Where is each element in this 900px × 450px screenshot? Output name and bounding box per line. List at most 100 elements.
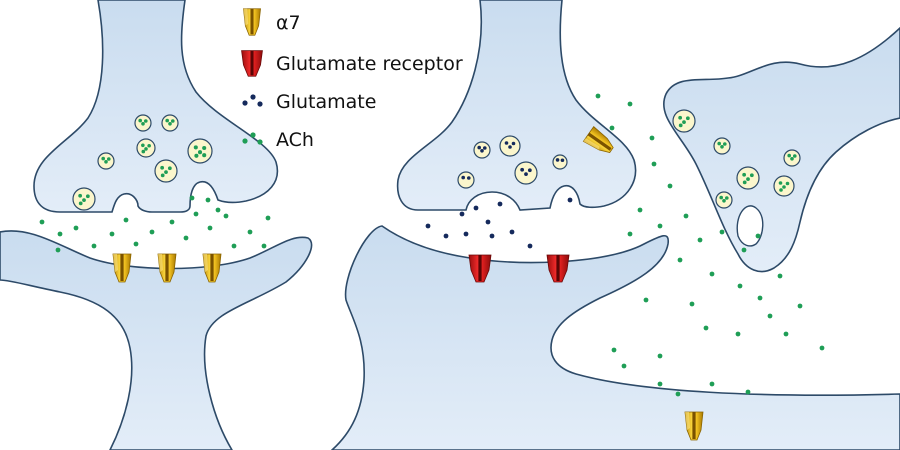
ach-dot	[609, 125, 615, 131]
ach-dot	[247, 229, 253, 235]
ach-dot	[709, 271, 715, 277]
ach-dot	[741, 247, 747, 253]
ach-dot	[657, 381, 663, 387]
ach-dots-icon	[242, 132, 263, 145]
middle-synapse	[330, 0, 900, 450]
ach-dot	[193, 211, 199, 217]
ach-dot	[109, 231, 115, 237]
ach-dot	[819, 345, 825, 351]
left-synapse	[0, 0, 313, 450]
ach-dot	[709, 381, 715, 387]
glutamate-dot	[463, 231, 469, 237]
ach-dot	[611, 347, 617, 353]
ach-vesicle	[134, 114, 152, 132]
ach-vesicle	[154, 159, 178, 183]
ach-dot	[797, 303, 803, 309]
glutamate-dot	[473, 205, 479, 211]
ach-dot	[595, 93, 601, 99]
ach-dot	[627, 231, 633, 237]
glutamate-dot	[509, 229, 515, 235]
ach-dot	[223, 213, 229, 219]
ach-dot	[57, 231, 63, 237]
ach-dot	[757, 295, 763, 301]
legend-glutamate-receptor-label: Glutamate receptor	[276, 53, 463, 75]
ach-dot	[697, 237, 703, 243]
ach-dot	[683, 213, 689, 219]
ach-dot	[689, 301, 695, 307]
ach-vesicle	[783, 149, 801, 167]
ach-dot	[637, 207, 643, 213]
middle-presynaptic-terminal	[396, 0, 637, 211]
glutamate-vesicle	[499, 135, 521, 157]
glutamate-dot	[425, 223, 431, 229]
ach-dot	[649, 135, 655, 141]
ach-dot	[643, 297, 649, 303]
glutamate-dot	[459, 211, 465, 217]
ach-dot	[91, 243, 97, 249]
glutamate-receptor-icon	[241, 50, 263, 77]
ach-dot	[755, 233, 761, 239]
middle-postsynaptic-cell	[330, 225, 900, 450]
ach-dot	[657, 353, 663, 359]
ach-dot	[627, 101, 633, 107]
ach-dot	[123, 217, 129, 223]
ach-dot	[215, 207, 221, 213]
ach-dot	[667, 183, 673, 189]
ach-dot	[677, 257, 683, 263]
ach-dot	[265, 215, 271, 221]
ach-vesicle	[72, 187, 96, 211]
glutamate-dot	[489, 233, 495, 239]
ach-vesicle	[713, 137, 731, 155]
ach-vesicle	[136, 138, 156, 158]
ach-vesicle	[736, 166, 760, 190]
ach-dot	[205, 197, 211, 203]
legend-glutamate-label: Glutamate	[276, 91, 376, 113]
ach-dot	[261, 243, 267, 249]
glutamate-dot	[527, 243, 533, 249]
ach-dot	[189, 195, 195, 201]
right-neuron	[663, 26, 900, 273]
ach-dot	[169, 219, 175, 225]
ach-dot	[745, 389, 751, 395]
ach-vesicle	[187, 138, 213, 164]
glutamate-dot	[497, 201, 503, 207]
ach-dot	[73, 225, 79, 231]
legend: α7 Glutamate receptor Glutamate ACh	[241, 8, 463, 151]
ach-dot	[703, 325, 709, 331]
left-postsynaptic-cell	[0, 230, 313, 450]
ach-dot	[39, 219, 45, 225]
vesicles	[72, 109, 801, 211]
glutamate-dot	[485, 219, 491, 225]
glutamate-dot	[567, 197, 573, 203]
ach-dot	[767, 313, 773, 319]
ach-dot	[651, 161, 657, 167]
ach-dot	[737, 283, 743, 289]
ach-dot	[657, 223, 663, 229]
ach-dot	[133, 241, 139, 247]
ach-vesicle	[672, 109, 696, 133]
ach-dot	[55, 247, 61, 253]
ach-vesicle	[773, 175, 795, 197]
ach-dot	[675, 391, 681, 397]
legend-ach-label: ACh	[276, 129, 314, 151]
ach-dot	[719, 229, 725, 235]
ach-dot	[783, 331, 789, 337]
ach-dot	[207, 225, 213, 231]
ach-dot	[231, 243, 237, 249]
ach-dot	[777, 273, 783, 279]
alpha7-receptor-icon	[242, 8, 262, 36]
left-presynaptic-terminal	[33, 0, 279, 213]
neurotransmitter-dots	[39, 93, 825, 397]
glutamate-dots-icon	[242, 94, 263, 107]
glutamate-vesicle	[473, 141, 491, 159]
glutamate-dot	[443, 233, 449, 239]
glutamate-vesicle	[514, 161, 538, 185]
legend-alpha7-label: α7	[276, 12, 301, 34]
ach-dot	[621, 363, 627, 369]
ach-vesicle	[97, 152, 115, 170]
glutamate-vesicle	[457, 171, 475, 189]
ach-dot	[183, 235, 189, 241]
ach-dot	[149, 229, 155, 235]
right-release-pocket	[736, 205, 764, 247]
ach-vesicle	[161, 114, 179, 132]
